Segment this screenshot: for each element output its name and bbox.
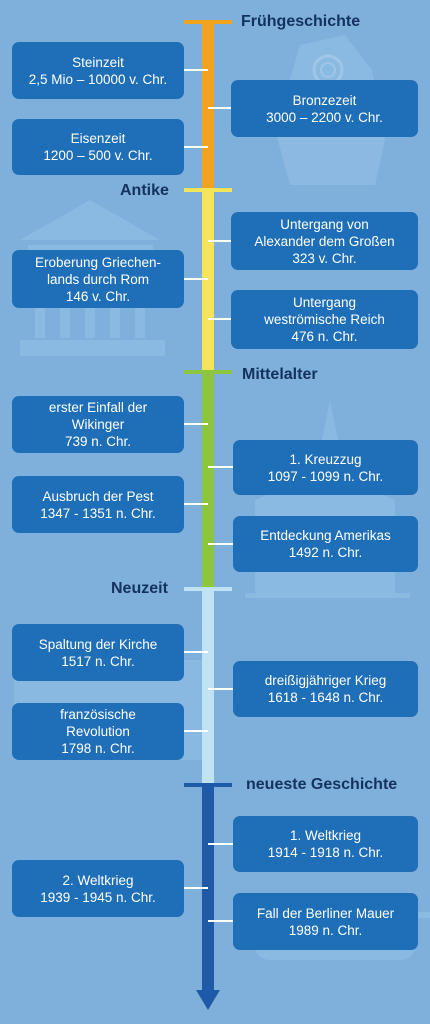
axis-segment-antike xyxy=(202,190,214,372)
axis-segment-mittelalter xyxy=(202,372,214,589)
event-date: 1517 n. Chr. xyxy=(61,653,135,669)
event-date: 1097 - 1099 n. Chr. xyxy=(267,468,384,484)
event-date: 739 n. Chr. xyxy=(64,434,132,449)
event-label: Ausbruch der Pest xyxy=(42,488,154,504)
event-label: 1. Weltkrieg xyxy=(289,828,362,843)
event-date: 146 v. Chr. xyxy=(65,288,131,304)
event-label: Fall der Berliner Mauer xyxy=(256,905,395,921)
event-date: 1798 n. Chr. xyxy=(61,741,135,756)
event-label: Wikinger xyxy=(71,417,125,432)
event-amerika: Entdeckung Amerikas 1492 n. Chr. xyxy=(233,516,418,572)
event-wikinger: erster Einfall der Wikinger 739 n. Chr. xyxy=(12,396,184,453)
event-label: Entdeckung Amerikas xyxy=(260,528,391,543)
era-marker-neuzeit xyxy=(184,587,232,591)
event-weltkrieg1: 1. Weltkrieg 1914 - 1918 n. Chr. xyxy=(233,816,418,872)
event-bronzezeit: Bronzezeit 3000 – 2200 v. Chr. xyxy=(231,80,418,137)
era-label-fruehgeschichte: Frühgeschichte xyxy=(241,13,361,30)
event-label: Untergang von xyxy=(280,216,369,232)
event-label: französische xyxy=(60,707,136,722)
axis-arrow-head xyxy=(196,990,220,1010)
event-kirche: Spaltung der Kirche 1517 n. Chr. xyxy=(12,624,184,681)
event-label: lands durch Rom xyxy=(46,271,150,287)
event-label: Revolution xyxy=(66,724,130,739)
event-label: erster Einfall der xyxy=(48,400,148,415)
event-label: 2. Weltkrieg xyxy=(62,872,134,888)
event-griechenland: Eroberung Griechen- lands durch Rom 146 … xyxy=(12,250,184,308)
event-label: weströmische Reich xyxy=(264,312,385,327)
event-date: 323 v. Chr. xyxy=(292,250,357,266)
era-marker-antike xyxy=(184,188,232,192)
era-label-antike: Antike xyxy=(120,182,169,199)
event-weltkrieg2: 2. Weltkrieg 1939 - 1945 n. Chr. xyxy=(12,860,184,917)
event-date: 1200 – 500 v. Chr. xyxy=(43,148,153,163)
event-alexander: Untergang von Alexander dem Großen 323 v… xyxy=(231,212,418,270)
event-date: 1989 n. Chr. xyxy=(288,922,363,938)
event-label: 1. Kreuzzug xyxy=(289,451,362,467)
event-mauer: Fall der Berliner Mauer 1989 n. Chr. xyxy=(233,893,418,950)
event-label: Spaltung der Kirche xyxy=(38,636,158,652)
event-date: 1492 n. Chr. xyxy=(288,545,363,560)
event-label: dreißigjähriger Krieg xyxy=(264,673,387,688)
event-date: 3000 – 2200 v. Chr. xyxy=(266,109,383,125)
event-date: 1914 - 1918 n. Chr. xyxy=(267,845,384,860)
event-date: 1939 - 1945 n. Chr. xyxy=(40,889,156,905)
era-marker-fruehgeschichte xyxy=(184,20,232,24)
event-eisenzeit: Eisenzeit 1200 – 500 v. Chr. xyxy=(12,119,184,175)
event-revolution: französische Revolution 1798 n. Chr. xyxy=(12,703,184,760)
era-label-neueste: neueste Geschichte xyxy=(246,776,398,793)
event-date: 1347 - 1351 n. Chr. xyxy=(40,505,156,521)
event-label: Alexander dem Großen xyxy=(254,233,395,249)
event-date: 476 n. Chr. xyxy=(291,329,358,344)
event-westrom: Untergang weströmische Reich 476 n. Chr. xyxy=(231,290,418,349)
era-label-neuzeit: Neuzeit xyxy=(111,580,168,597)
event-label: Untergang xyxy=(292,295,357,310)
axis-segment-fruehgeschichte xyxy=(202,22,214,190)
event-date: 1618 - 1648 n. Chr. xyxy=(267,690,384,705)
era-marker-mittelalter xyxy=(184,370,232,374)
event-steinzeit: Steinzeit 2,5 Mio – 10000 v. Chr. xyxy=(12,42,184,99)
event-pest: Ausbruch der Pest 1347 - 1351 n. Chr. xyxy=(12,476,184,533)
event-dreissig: dreißigjähriger Krieg 1618 - 1648 n. Chr… xyxy=(233,661,418,717)
axis-segment-neuzeit xyxy=(202,589,214,785)
event-label: Bronzezeit xyxy=(292,92,357,108)
era-marker-neueste xyxy=(184,783,232,787)
event-label: Steinzeit xyxy=(72,54,124,70)
event-label: Eroberung Griechen- xyxy=(34,254,162,270)
era-label-mittelalter: Mittelalter xyxy=(242,366,318,383)
event-label: Eisenzeit xyxy=(70,131,126,146)
event-date: 2,5 Mio – 10000 v. Chr. xyxy=(28,71,168,87)
event-kreuzzug: 1. Kreuzzug 1097 - 1099 n. Chr. xyxy=(233,440,418,495)
